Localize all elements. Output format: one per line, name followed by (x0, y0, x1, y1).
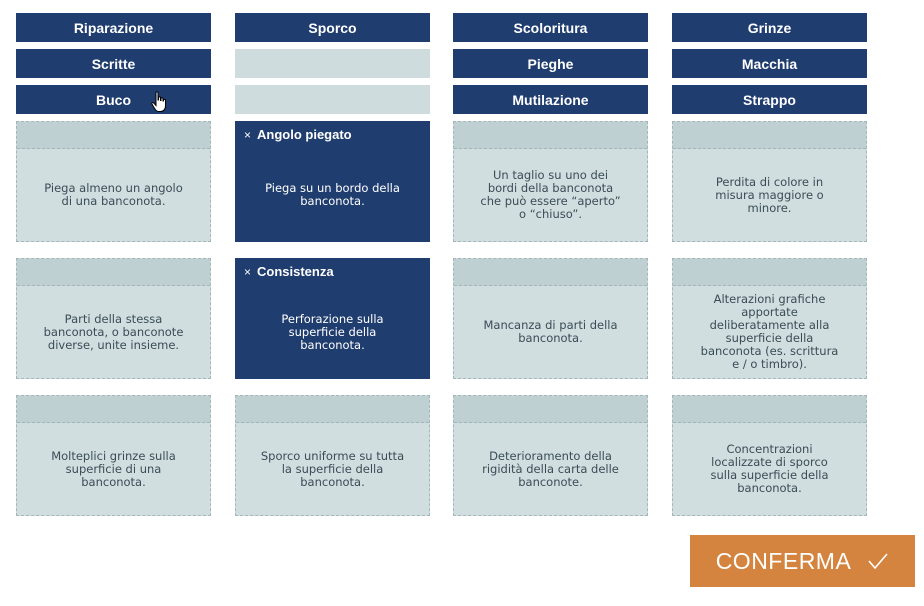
drop-slot[interactable] (673, 259, 866, 286)
card-description: Deterioramento della rigidità della cart… (482, 448, 619, 489)
drop-slot[interactable] (454, 122, 647, 149)
definition-card[interactable]: Piega almeno un angolo di una banconota. (16, 121, 211, 242)
definition-card[interactable]: Parti della stessa banconota, o banconot… (16, 258, 211, 379)
drop-slot[interactable] (236, 396, 429, 423)
card-description: Perforazione sulla superficie della banc… (281, 311, 384, 352)
drop-slot[interactable] (454, 396, 647, 423)
card-description: Sporco uniforme su tutta la superficie d… (260, 448, 405, 489)
label-sporco[interactable]: Sporco (235, 13, 430, 42)
definition-card[interactable]: Perdita di colore in misura maggiore o m… (672, 121, 867, 242)
confirm-button[interactable]: CONFERMA (690, 535, 915, 587)
card-description: Mancanza di parti della banconota. (483, 318, 618, 345)
card-description: Piega su un bordo della banconota. (265, 181, 400, 208)
card-description: Molteplici grinze sulla superficie di un… (51, 448, 176, 489)
label-pieghe[interactable]: Pieghe (453, 49, 648, 78)
label-riparazione[interactable]: Riparazione (16, 13, 211, 42)
label-scoloritura[interactable]: Scoloritura (453, 13, 648, 42)
drop-slot[interactable] (17, 122, 210, 149)
drop-slot[interactable] (17, 396, 210, 423)
remove-icon[interactable]: × (244, 127, 252, 142)
confirm-label: CONFERMA (715, 547, 852, 574)
check-icon (868, 553, 888, 570)
card-description: Piega almeno un angolo di una banconota. (44, 181, 183, 208)
definition-card[interactable]: Un taglio su uno dei bordi della bancono… (453, 121, 648, 242)
label-mutilazione[interactable]: Mutilazione (453, 85, 648, 114)
card-description: Alterazioni grafiche apportate deliberat… (700, 292, 839, 371)
drop-slot[interactable] (673, 122, 866, 149)
remove-icon[interactable]: × (244, 264, 252, 279)
definition-card[interactable]: Sporco uniforme su tutta la superficie d… (235, 395, 430, 516)
hand-cursor-icon (151, 91, 166, 112)
definition-card[interactable]: Molteplici grinze sulla superficie di un… (16, 395, 211, 516)
label-scritte[interactable]: Scritte (16, 49, 211, 78)
placed-label-text: Consistenza (257, 264, 334, 279)
drop-slot[interactable] (17, 259, 210, 286)
card-description: Perdita di colore in misura maggiore o m… (715, 174, 824, 215)
empty-label-slot (235, 49, 430, 78)
card-description: Parti della stessa banconota, o banconot… (43, 311, 184, 352)
label-buco[interactable]: Buco (16, 85, 211, 114)
placed-label[interactable]: × Consistenza (235, 258, 430, 285)
placed-label-text: Angolo piegato (257, 127, 352, 142)
definition-card[interactable]: Concentrazioni localizzate di sporco sul… (672, 395, 867, 516)
drop-slot[interactable] (673, 396, 866, 423)
label-strappo[interactable]: Strappo (672, 85, 867, 114)
drop-slot[interactable] (454, 259, 647, 286)
label-grinze[interactable]: Grinze (672, 13, 867, 42)
placed-label[interactable]: × Angolo piegato (235, 121, 430, 148)
card-description: Un taglio su uno dei bordi della bancono… (480, 168, 621, 221)
card-description: Concentrazioni localizzate di sporco sul… (710, 442, 829, 495)
definition-card[interactable]: Deterioramento della rigidità della cart… (453, 395, 648, 516)
definition-card[interactable]: Mancanza di parti della banconota. (453, 258, 648, 379)
label-macchia[interactable]: Macchia (672, 49, 867, 78)
definition-card[interactable]: Alterazioni grafiche apportate deliberat… (672, 258, 867, 379)
empty-label-slot (235, 85, 430, 114)
